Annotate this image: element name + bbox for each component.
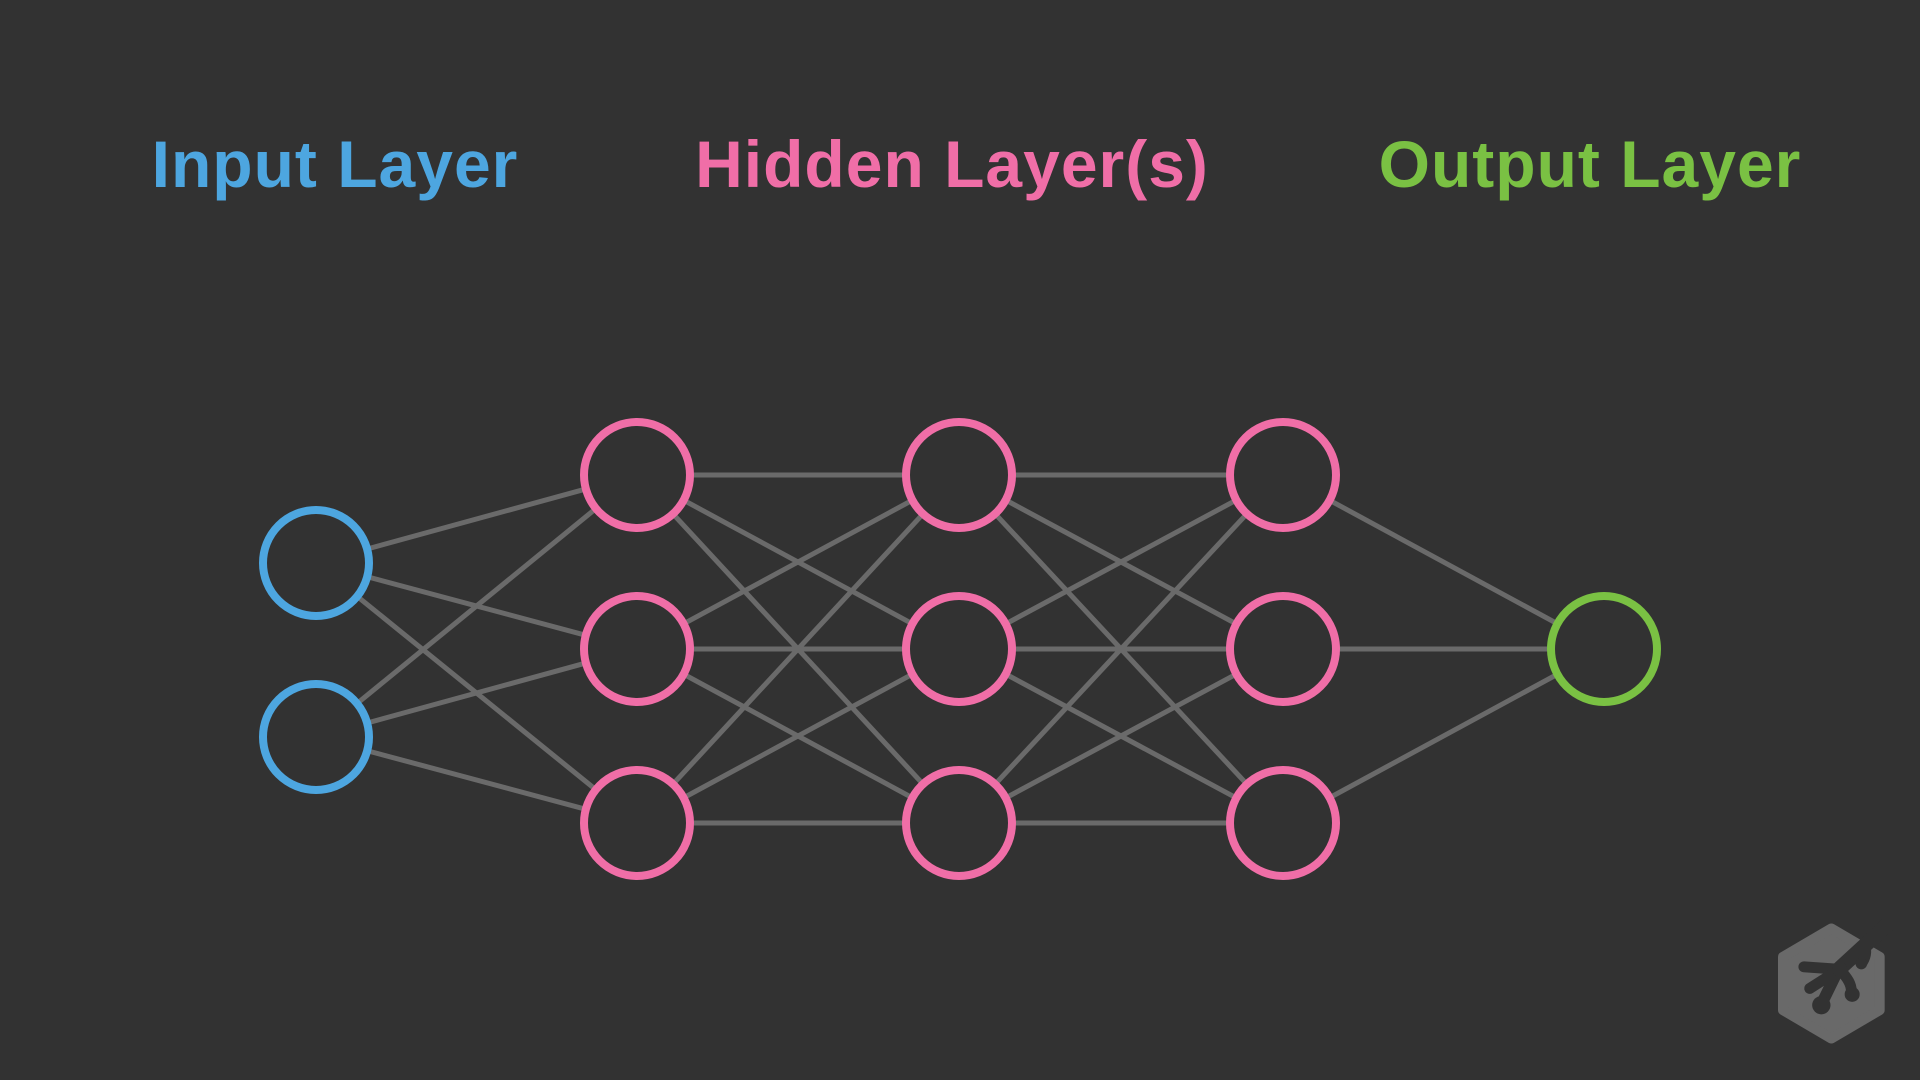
connection-edge (1281, 472, 1606, 652)
connection-edge (635, 472, 961, 652)
hidden-layer-2-node-1 (902, 418, 1016, 532)
hidden-layer-label: Hidden Layer(s) (695, 127, 1209, 201)
output-layer-label: Output Layer (1378, 127, 1802, 201)
connection-edge (635, 473, 961, 825)
connection-edge (957, 472, 1285, 652)
hidden-layer-1-node-3 (580, 766, 694, 880)
hidden-layer-2-node-3 (902, 766, 1016, 880)
input-layer-node-1 (259, 506, 373, 620)
hidden-layer-2-node-2 (902, 592, 1016, 706)
input-layer-label: Input Layer (151, 127, 519, 201)
connection-edge (635, 646, 961, 826)
logo-frog-foot-pads (1812, 957, 1868, 1015)
connection-edge (957, 473, 1285, 825)
hidden-layer-1-node-2 (580, 592, 694, 706)
input-layer-node-2 (259, 680, 373, 794)
hidden-layer-3-node-3 (1226, 766, 1340, 880)
connection-edge (957, 646, 1285, 826)
hidden-layer-1-node-1 (580, 418, 694, 532)
hidden-layer-3-node-2 (1226, 592, 1340, 706)
connection-edge (314, 473, 639, 739)
output-layer-node-1 (1547, 592, 1661, 706)
connection-edge (1281, 646, 1606, 826)
treehouse-logo-icon (1778, 919, 1893, 1044)
hidden-layer-3-node-1 (1226, 418, 1340, 532)
